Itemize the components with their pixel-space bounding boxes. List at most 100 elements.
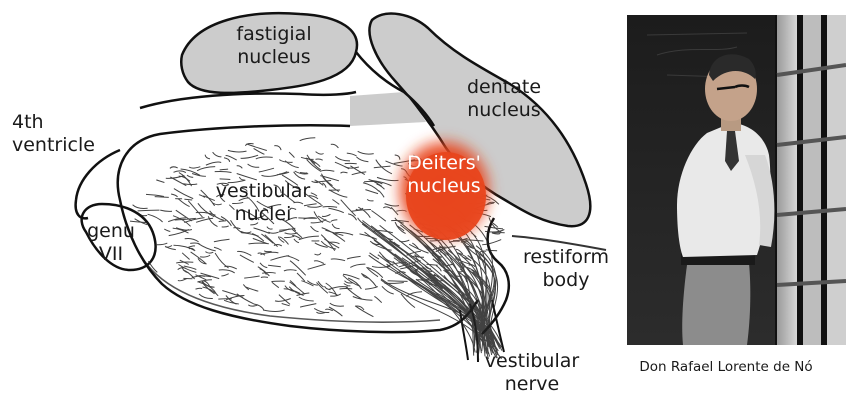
fiber-stroke: [294, 239, 299, 243]
fiber-stroke: [285, 233, 298, 234]
fiber-stroke: [184, 199, 192, 200]
fiber-stroke: [247, 144, 267, 151]
fiber-stroke: [371, 211, 385, 222]
fiber-stroke: [196, 288, 203, 289]
fiber-stroke: [308, 264, 326, 269]
fiber-stroke: [170, 177, 186, 186]
fiber-stroke: [249, 243, 269, 244]
nerve-fiber: [374, 240, 475, 352]
fiber-stroke: [200, 255, 210, 257]
fiber-stroke: [358, 151, 374, 154]
label-deiters-nucleus: Deiters' nucleus: [392, 152, 496, 198]
fiber-stroke: [318, 281, 324, 287]
fiber-stroke: [237, 166, 243, 169]
fiber-stroke: [219, 270, 235, 273]
fiber-stroke: [222, 291, 243, 298]
fiber-stroke: [182, 253, 189, 260]
fiber-stroke: [282, 304, 290, 306]
nerve-fiber: [394, 258, 486, 350]
fiber-stroke: [332, 200, 339, 205]
fiber-stroke: [331, 144, 339, 148]
fiber-stroke: [486, 250, 497, 251]
fiber-stroke: [213, 152, 222, 157]
fiber-stroke: [314, 261, 324, 264]
fiber-stroke: [215, 171, 232, 172]
fiber-stroke: [174, 189, 193, 199]
fiber-stroke: [320, 170, 334, 171]
label-vestibular-nerve: vestibular nerve: [478, 350, 586, 396]
fiber-stroke: [297, 273, 305, 281]
photo-caption: Don Rafael Lorente de Nó: [606, 359, 846, 375]
fiber-stroke: [254, 228, 270, 234]
fiber-stroke: [256, 157, 273, 159]
fiber-stroke: [268, 232, 278, 233]
label-fastigial-nucleus: fastigial nucleus: [226, 23, 322, 69]
fiber-stroke: [260, 263, 267, 268]
upper-boundary-line: [140, 92, 356, 108]
fiber-stroke: [205, 155, 210, 159]
fiber-stroke: [274, 245, 282, 246]
fiber-stroke: [300, 173, 307, 174]
fiber-stroke: [262, 175, 279, 177]
fiber-stroke: [166, 246, 173, 248]
fiber-stroke: [188, 201, 202, 217]
fiber-stroke: [160, 210, 172, 211]
label-dentate-nucleus: dentate nucleus: [452, 76, 556, 122]
fiber-stroke: [316, 152, 324, 155]
fiber-stroke: [215, 253, 229, 268]
fiber-stroke: [171, 194, 177, 197]
fiber-stroke: [164, 229, 170, 231]
fiber-stroke: [224, 158, 230, 162]
fiber-stroke: [199, 294, 213, 299]
fiber-stroke: [318, 216, 330, 222]
fiber-stroke: [383, 207, 391, 209]
fiber-stroke: [259, 168, 274, 172]
fiber-stroke: [284, 270, 297, 271]
fiber-stroke: [341, 172, 348, 173]
fiber-stroke: [358, 207, 370, 218]
fiber-stroke: [353, 297, 373, 301]
fiber-stroke: [244, 276, 259, 278]
fiber-stroke: [190, 243, 200, 244]
label-genu-vii: genu VII: [84, 220, 138, 266]
fiber-stroke: [365, 287, 378, 290]
fiber-stroke: [343, 274, 360, 279]
label-vestibular-nuclei: vestibular nuclei: [208, 180, 318, 226]
fiber-stroke: [332, 224, 339, 229]
fiber-stroke: [347, 153, 357, 156]
fiber-stroke: [156, 180, 164, 183]
label-restiform-body: restiform body: [514, 246, 618, 292]
portrait-photo: [627, 15, 846, 345]
fiber-stroke: [241, 155, 259, 158]
fiber-stroke: [388, 281, 408, 282]
fiber-stroke: [323, 206, 338, 207]
fiber-stroke: [270, 256, 289, 261]
fiber-stroke: [272, 282, 279, 287]
fiber-stroke: [299, 297, 314, 301]
fiber-stroke: [262, 272, 276, 273]
fiber-stroke: [365, 190, 378, 194]
fiber-stroke: [189, 248, 195, 251]
fiber-stroke: [374, 297, 381, 303]
fiber-stroke: [155, 197, 169, 198]
fiber-stroke: [482, 240, 501, 245]
fiber-stroke: [350, 264, 365, 267]
fiber-stroke: [325, 309, 332, 311]
fiber-stroke: [138, 210, 160, 211]
fiber-stroke: [263, 310, 285, 311]
fiber-stroke: [243, 284, 249, 290]
fiber-stroke: [237, 174, 257, 180]
fiber-stroke: [221, 274, 228, 276]
fiber-stroke: [341, 200, 356, 216]
fiber-stroke: [203, 287, 219, 296]
fiber-stroke: [178, 278, 187, 280]
fiber-stroke: [174, 171, 186, 173]
fiber-stroke: [355, 306, 373, 317]
fiber-stroke: [311, 226, 319, 231]
fiber-stroke: [176, 228, 192, 230]
fiber-stroke: [187, 175, 193, 177]
fiber-stroke: [325, 286, 331, 290]
fiber-stroke: [148, 214, 163, 222]
fiber-stroke: [170, 167, 178, 169]
fiber-stroke: [224, 266, 236, 269]
